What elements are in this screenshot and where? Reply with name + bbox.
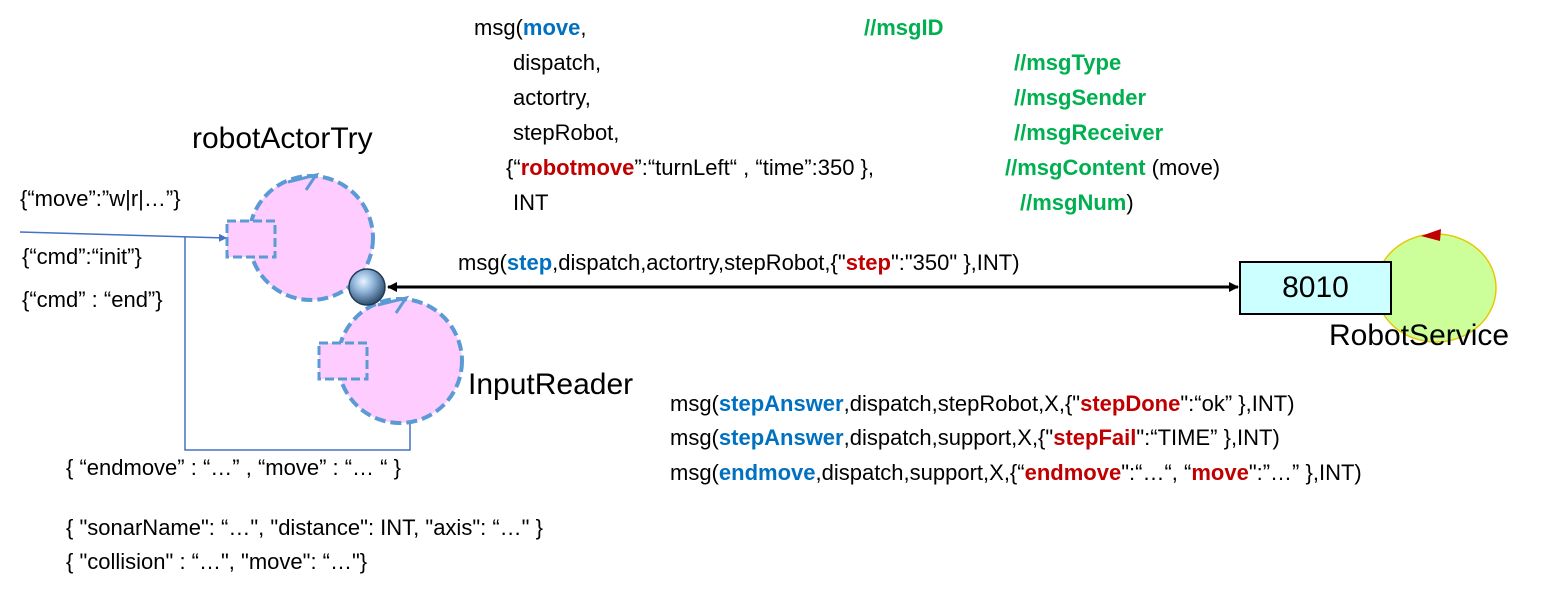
robot-service-node[interactable] xyxy=(1375,229,1497,343)
port-sphere-icon xyxy=(348,268,386,306)
event-collision: { "collision" : “…", "move": “…"} xyxy=(66,549,368,574)
comment-msgcontent: //msgContent (move) xyxy=(1005,155,1221,180)
comment-msgid: //msgID xyxy=(864,15,944,40)
header-line-1: msg(move, xyxy=(474,15,587,40)
robot-actor-try-node[interactable] xyxy=(225,172,375,302)
answer-step-done: msg(stepAnswer,dispatch,stepRobot,X,{"st… xyxy=(670,391,1295,416)
input-reader-node[interactable] xyxy=(317,295,464,425)
event-endmove: { “endmove” : “…” , “move” : “… “ } xyxy=(66,455,401,480)
payload-key: robotmove xyxy=(520,155,635,180)
answer-endmove: msg(endmove,dispatch,support,X,{“endmove… xyxy=(670,460,1362,485)
comment-msgreceiver: //msgReceiver xyxy=(1014,120,1164,145)
input-arrow xyxy=(19,231,227,242)
robot-service-label: RobotService xyxy=(1329,319,1510,352)
input-reader-label: InputReader xyxy=(468,368,634,401)
header-line-2: dispatch, xyxy=(513,50,602,75)
step-message: msg(step,dispatch,actortry,stepRobot,{"s… xyxy=(458,250,1020,275)
input-cmd-init: {“cmd”:“init”} xyxy=(22,244,142,269)
answer-step-fail: msg(stepAnswer,dispatch,support,X,{"step… xyxy=(670,425,1280,450)
comment-msgsender: //msgSender xyxy=(1014,85,1147,110)
port-box[interactable]: 8010 xyxy=(1239,261,1392,315)
comment-msgtype: //msgType xyxy=(1014,50,1122,75)
port-label: 8010 xyxy=(1282,271,1349,304)
input-move: {“move”:”w|r|…”} xyxy=(20,186,181,211)
msg-id: move xyxy=(522,15,581,40)
input-cmd-end: {“cmd” : “end”} xyxy=(22,287,163,312)
header-line-6: INT xyxy=(513,190,549,215)
comment-msgnum: //msgNum) xyxy=(1020,190,1134,215)
feedback-line xyxy=(184,237,411,451)
header-line-4: stepRobot, xyxy=(513,120,620,145)
header-line-5: {“robotmove”:“turnLeft“ , “time”:350 }, xyxy=(506,155,875,180)
robot-actor-try-label: robotActorTry xyxy=(192,122,373,155)
header-line-3: actortry, xyxy=(513,85,591,110)
event-sonar: { "sonarName": “…", "distance": INT, "ax… xyxy=(66,515,543,540)
